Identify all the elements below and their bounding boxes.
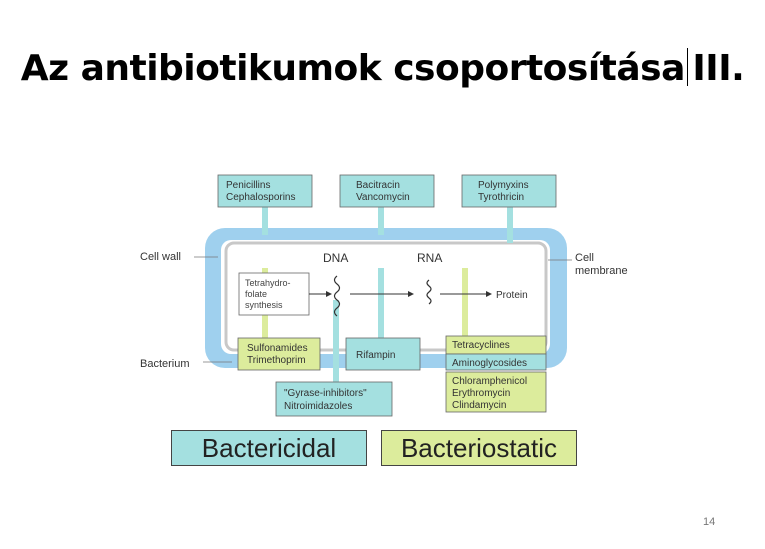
box-polymyxins	[461, 174, 557, 208]
connector-rifampin	[378, 268, 384, 340]
page-number: 14	[703, 516, 716, 528]
label-tetracyclines: Tetracyclines	[452, 340, 510, 351]
dna-strand-icon	[333, 275, 341, 317]
connector-polymyxins	[507, 205, 513, 243]
label-erythromycin: Erythromycin	[452, 388, 510, 399]
label-thf-2: folate	[245, 289, 267, 299]
legend-bacteriostatic: Bacteriostatic	[381, 430, 577, 466]
label-cell-wall: Cell wall	[140, 251, 181, 263]
label-polymyxins: Polymyxins	[478, 180, 529, 191]
box-sulfonamides	[237, 337, 321, 371]
label-rifampin: Rifampin	[356, 350, 395, 361]
arrowhead-dna-rna	[408, 291, 414, 297]
label-protein: Protein	[496, 290, 528, 301]
legend-bactericidal: Bactericidal	[171, 430, 367, 466]
box-chloramphenicol	[445, 371, 547, 413]
text-cursor	[686, 48, 689, 86]
box-aminoglycosides	[445, 353, 547, 371]
label-bacterium: Bacterium	[140, 358, 190, 370]
arrowhead-thf-dna	[326, 291, 332, 297]
label-bacitracin: Bacitracin	[356, 180, 400, 191]
box-penicillins	[217, 174, 313, 208]
label-aminoglycosides: Aminoglycosides	[452, 358, 527, 369]
box-rifampin	[345, 337, 421, 371]
label-tyrothricin: Tyrothricin	[478, 192, 524, 203]
label-vancomycin: Vancomycin	[356, 192, 410, 203]
label-clindamycin: Clindamycin	[452, 400, 506, 411]
connector-protein-synthesis	[462, 268, 468, 340]
arrowhead-rna-protein	[486, 291, 492, 297]
rna-strand-icon	[426, 279, 432, 305]
label-penicillins: Penicillins	[226, 180, 270, 191]
label-thf-1: Tetrahydro-	[245, 278, 291, 288]
label-sulfonamides: Sulfonamides	[247, 343, 308, 354]
title-suffix: III.	[692, 48, 745, 89]
box-gyrase-inhibitors	[275, 381, 393, 417]
label-dna: DNA	[323, 251, 348, 265]
box-thf-synthesis	[238, 272, 310, 316]
label-trimethoprim: Trimethoprim	[247, 355, 306, 366]
label-gyrase: "Gyrase-inhibitors"	[284, 388, 367, 399]
label-nitroimidazoles: Nitroimidazoles	[284, 401, 352, 412]
connector-gyrase	[333, 300, 339, 384]
label-chloramphenicol: Chloramphenicol	[452, 376, 527, 387]
title-text: Az antibiotikumok csoportosítása	[20, 48, 686, 89]
label-rna: RNA	[417, 251, 442, 265]
label-cell: Cell	[575, 252, 594, 264]
label-thf-3: synthesis	[245, 300, 283, 310]
connector-bacitracin	[378, 205, 384, 235]
label-membrane: membrane	[575, 265, 628, 277]
box-bacitracin	[339, 174, 435, 208]
label-cephalosporins: Cephalosporins	[226, 192, 296, 203]
connector-penicillins	[262, 205, 268, 235]
